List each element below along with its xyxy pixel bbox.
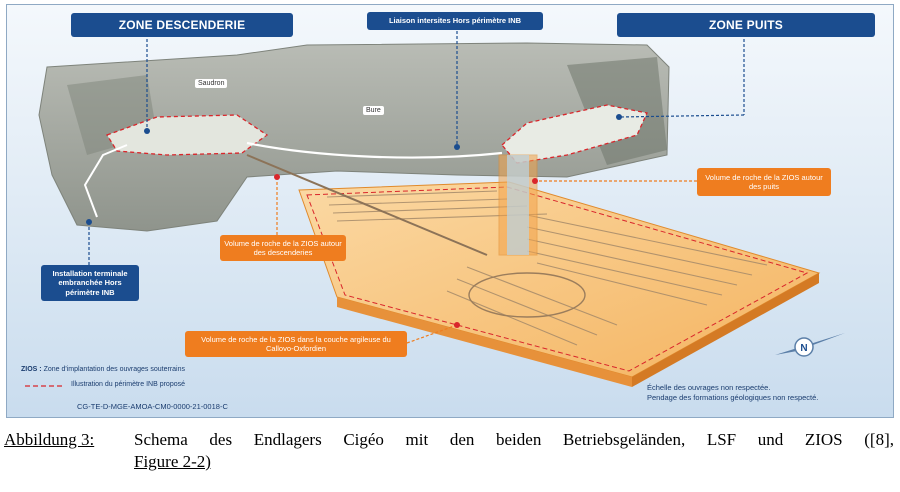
scale-note-1: Échelle des ouvrages non respectée. — [647, 383, 771, 392]
legend-inb: Illustration du périmètre INB proposé — [71, 381, 185, 388]
zios-shafts-core — [507, 155, 529, 255]
zone-descenderie-label: ZONE DESCENDERIE — [71, 13, 293, 37]
access-ramp-loop — [468, 272, 586, 318]
figure-reference-code: CG-TE-D-MGE-AMOA-CM0-0000-21-0018-C — [77, 402, 228, 411]
zone-puits-label: ZONE PUITS — [617, 13, 875, 37]
caption-label: Abbildung 3: — [4, 430, 95, 449]
leader-dots-orange — [274, 174, 538, 328]
caption-line-1: Schema des Endlagers Cigéo mit den beide… — [134, 430, 894, 449]
scale-note-2: Pendage des formations géologiques non r… — [647, 393, 819, 402]
descenderie-ramp — [246, 154, 488, 256]
railway-line — [83, 144, 128, 218]
slab-inb-outline — [306, 186, 809, 372]
leader-lines-navy — [88, 31, 745, 265]
legend-zios-abbr: ZIOS : — [21, 366, 42, 373]
leader-lines-orange — [276, 177, 697, 344]
legend-zios-text: Zone d'implantation des ouvrages souterr… — [43, 366, 185, 373]
slab-front — [337, 297, 632, 387]
svg-text:N: N — [800, 343, 807, 354]
north-arrow-icon: N — [775, 333, 845, 357]
liaison-intersites-label: Liaison intersites Hors périmètre INB — [367, 12, 543, 30]
liaison-road — [246, 141, 503, 159]
terrain-illustration: N — [25, 31, 845, 387]
volume-puits-label: Volume de roche de la ZIOS autour des pu… — [697, 168, 831, 196]
leader-dots — [86, 114, 622, 225]
volume-couche-label: Volume de roche de la ZIOS dans la couch… — [185, 331, 407, 357]
town-label-saudron: Saudron — [195, 79, 228, 88]
town-label-bure: Bure — [363, 106, 384, 115]
repository-galleries — [326, 190, 768, 346]
volume-descenderies-label: Volume de roche de la ZIOS autour des de… — [220, 235, 346, 261]
diagram-figure: N ZONE DESCENDERIE Liaison intersites Ho… — [6, 4, 894, 418]
installation-terminale-label: Installation terminale embranchée Hors p… — [41, 265, 139, 301]
caption-line-2: Figure 2-2) — [134, 452, 211, 471]
legend-zios: ZIOS : Zone d'implantation des ouvrages … — [21, 366, 185, 373]
terrain-surface — [38, 42, 670, 232]
slab-side — [632, 273, 819, 387]
